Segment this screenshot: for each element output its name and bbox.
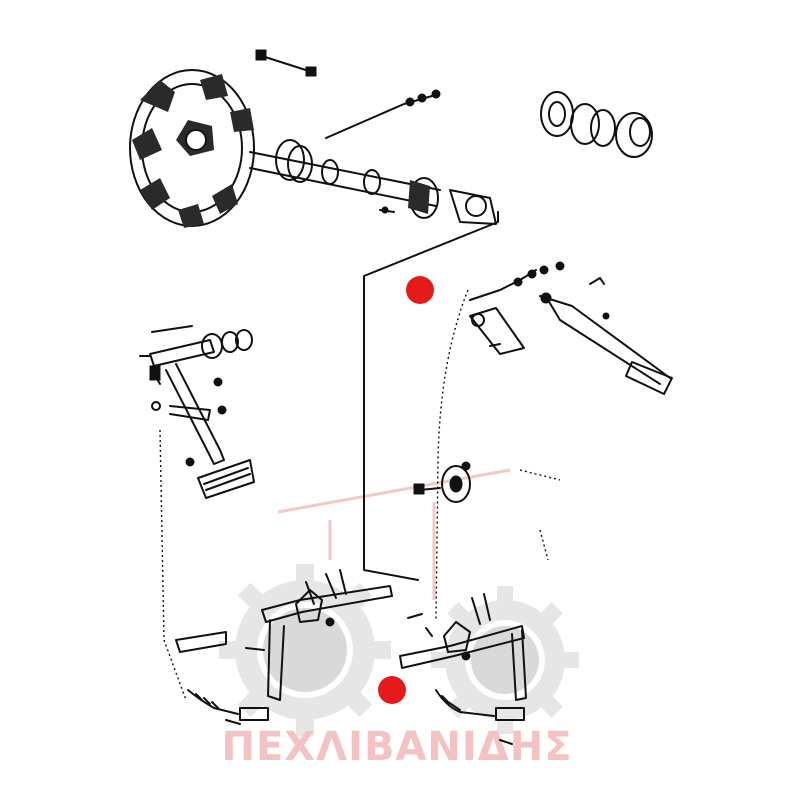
release-fork-right bbox=[399, 593, 527, 701]
leader-lines bbox=[159, 211, 561, 701]
watermark-text: ΠΕΧΛΙΒΑΝΙΔΗΣ bbox=[221, 724, 572, 770]
clutch-pressure-plate bbox=[129, 69, 255, 228]
marker-upper bbox=[406, 276, 434, 304]
clutch-bolt-top bbox=[255, 49, 317, 77]
marker-lower bbox=[378, 676, 406, 704]
adjuster-cable-right bbox=[435, 689, 525, 745]
bearing-pulley bbox=[413, 461, 471, 503]
adjuster-cable-left bbox=[187, 689, 269, 725]
clutch-pedal bbox=[139, 325, 255, 499]
pilot-bearing-set bbox=[540, 91, 653, 158]
release-fork-left bbox=[175, 569, 393, 701]
watermark-tractor-roof bbox=[277, 468, 511, 600]
hand-lever-linkage bbox=[469, 261, 673, 395]
clutch-shaft bbox=[249, 139, 497, 225]
watermark-gear-right bbox=[431, 586, 579, 734]
release-cable-top bbox=[325, 89, 441, 139]
